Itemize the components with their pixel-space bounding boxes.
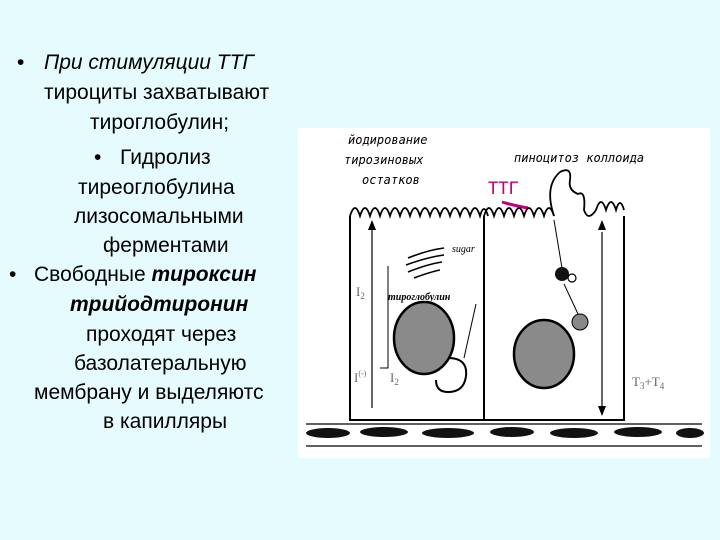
bullet-3-line-1-text: Свободные <box>34 263 152 286</box>
ion-i2-bottom: I2 <box>390 370 399 387</box>
endoplasmic-reticulum <box>435 357 468 394</box>
right-down-arrow-head <box>598 406 606 416</box>
bullet-3-line-4: базолатеральную <box>74 352 247 375</box>
iodide-path <box>380 266 389 369</box>
bullet-1-line-2: тироциты захватывают <box>44 81 270 104</box>
golgi-apparatus <box>405 247 445 279</box>
red-blood-cells <box>306 427 704 438</box>
label-thyroglobulin: тироглобулин <box>388 292 451 303</box>
label-iodination-2: тирозиновых <box>344 153 424 167</box>
bullet-3-line-1: Свободные тироксин <box>34 262 256 287</box>
ion-iodide: I(-) <box>354 369 367 385</box>
left-microvilli <box>349 207 489 220</box>
bullet-3-marker: • <box>9 263 17 286</box>
bullet-2-marker: • <box>94 146 102 169</box>
bullet-2-line-3: лизосомальными <box>74 205 244 228</box>
phagolysosome-path <box>563 283 579 315</box>
thyroid-cell-diagram: йодирование тирозиновых остатков пиноцит… <box>298 128 710 458</box>
right-cell-outline <box>483 216 625 421</box>
label-ttg: ТТГ <box>488 179 519 199</box>
bullet-1-line-1: При стимуляции ТТГ <box>44 51 254 74</box>
right-top-arrow-head <box>598 220 606 230</box>
phagolysosome <box>571 313 589 331</box>
bullet-2-line-4: ферментами <box>103 234 229 257</box>
colloid-vesicle <box>555 267 569 281</box>
bullet-2-line-2: тиреоглобулина <box>78 176 235 199</box>
left-nucleus-chromatin <box>393 301 455 375</box>
bullet-3-thyroxine: тироксин <box>151 263 257 286</box>
label-iodination-1: йодирование <box>348 133 427 147</box>
pinocytosis-pit <box>549 169 625 217</box>
left-nucleus <box>392 300 456 376</box>
label-sugar: sugar <box>452 244 475 255</box>
right-microvilli-a <box>483 207 555 220</box>
label-iodination-3: остатков <box>362 173 420 187</box>
vesicle-path <box>553 219 563 269</box>
tg-pointer-line <box>463 303 477 359</box>
bullet-3-line-6: в капилляры <box>103 410 228 433</box>
right-nucleus-chromatin <box>513 319 575 389</box>
bullet-1-line-3: тироглобулин; <box>90 111 230 134</box>
ttg-arrow <box>501 200 529 210</box>
bullet-3-triiodothyronine: трийодтиронин <box>70 293 249 316</box>
label-pinocytosis: пиноцитоз коллоида <box>514 151 644 165</box>
bullet-2-line-1: Гидролиз <box>120 146 211 169</box>
lysosome <box>567 273 577 283</box>
ion-i2-top: I2 <box>356 284 365 301</box>
right-nucleus <box>512 318 576 390</box>
bullet-3-line-5: мембрану и выделяютс <box>34 381 264 404</box>
left-up-arrow-head <box>368 220 376 230</box>
bullet-3-line-3: проходят через <box>86 323 237 346</box>
bullet-1-marker: • <box>17 51 25 74</box>
ion-t3-t4: T3+T4 <box>632 374 665 391</box>
